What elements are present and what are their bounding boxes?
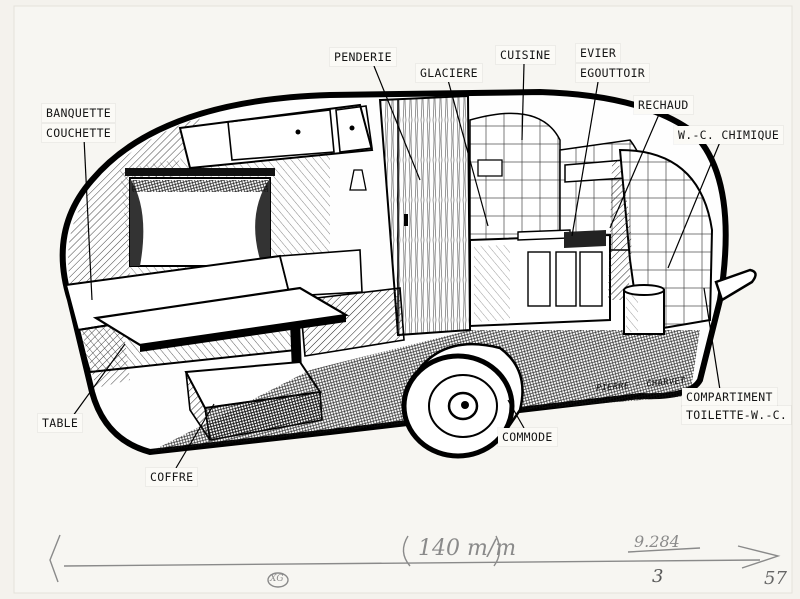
pencil-corner-note: 57 [764,568,787,589]
label-banquette: BANQUETTE [42,104,115,122]
label-rechaud: RECHAUD [634,96,693,114]
label-glaciere: GLACIERE [416,64,482,82]
label-coffre: COFFRE [146,468,197,486]
pencil-ref-note: 9.284 [634,532,680,551]
label-wc-chimique: W.-C. CHIMIQUE [674,126,783,144]
label-evier: EVIER [576,44,620,62]
label-commode: COMMODE [498,428,557,446]
label-couchette: COUCHETTE [42,124,115,142]
label-table: TABLE [38,414,82,432]
label-compartiment: COMPARTIMENT [682,388,777,406]
pencil-circled-note: XG [270,574,284,584]
label-toilette-wc: TOILETTE-W.-C. [682,406,791,424]
pencil-width-note: 140 m/m [418,536,516,561]
pencil-number-note: 3 [652,566,663,587]
label-cuisine: CUISINE [496,46,555,64]
label-egouttoir: EGOUTTOIR [576,64,649,82]
label-penderie: PENDERIE [330,48,396,66]
